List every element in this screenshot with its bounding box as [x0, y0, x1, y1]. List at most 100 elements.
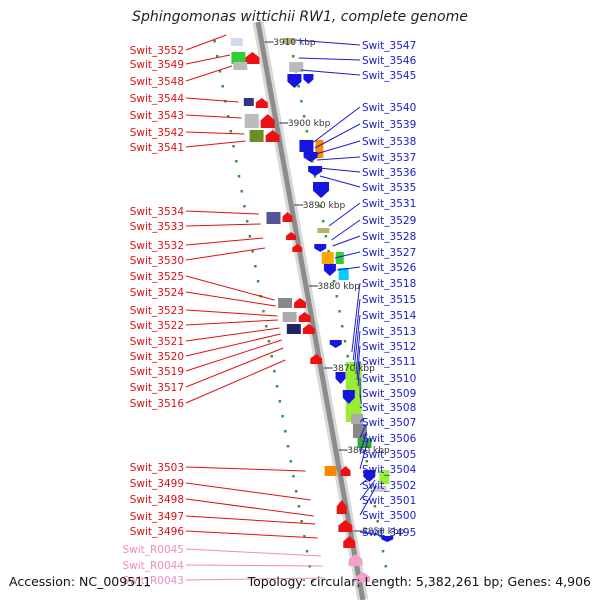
gene-label-left: Swit_3532 — [130, 240, 184, 252]
track-dot — [291, 55, 295, 58]
track-dot — [213, 40, 216, 43]
gene-leader-line — [331, 219, 361, 241]
gene-leader-line — [334, 251, 361, 259]
gene-label-right: Swit_3505 — [362, 449, 416, 461]
track-dot — [332, 280, 336, 283]
gene-feature — [286, 324, 301, 334]
gene-label-left: Swit_3498 — [130, 494, 184, 506]
track-dot — [311, 160, 314, 163]
gene-leader-line — [359, 531, 386, 537]
track-dot — [245, 220, 249, 223]
track-dot — [248, 235, 252, 238]
gene-leader-line — [185, 577, 325, 581]
gene-label-right: Swit_3540 — [362, 102, 416, 114]
gene-label-left: Swit_3497 — [130, 511, 184, 523]
gene-feature — [315, 140, 324, 158]
track-dot — [215, 55, 219, 58]
gene-label-left: Swit_3499 — [130, 478, 184, 490]
gene-label-right: Swit_3504 — [362, 464, 417, 476]
gene-leader-line — [185, 275, 275, 301]
gene-leader-line — [185, 548, 321, 557]
gene-label-left: Swit_3519 — [130, 366, 184, 378]
gene-feature — [335, 252, 344, 264]
gene-label-left: Swit_R0043 — [122, 575, 184, 587]
map-title: Sphingomonas wittichii RW1, complete gen… — [132, 9, 468, 25]
forward-gene-arrow — [348, 554, 363, 566]
gene-label-right: Swit_3514 — [362, 310, 417, 322]
track-dot — [237, 175, 241, 178]
gene-label-right: Swit_3545 — [362, 70, 416, 82]
gene-leader-line — [300, 69, 361, 76]
reverse-gene-arrow — [363, 470, 376, 482]
gene-label-right: Swit_3518 — [362, 278, 416, 290]
gene-feature — [266, 212, 281, 224]
forward-gene-arrow — [355, 572, 370, 582]
label-layer: Swit_3552Swit_3549Swit_3548Swit_3544Swit… — [122, 34, 417, 587]
track-dot — [229, 130, 233, 133]
track-dot — [278, 400, 282, 403]
track-dot — [294, 490, 298, 493]
gene-label-right: Swit_3495 — [362, 527, 416, 539]
gene-leader-line — [315, 140, 361, 155]
track-dot — [300, 520, 303, 523]
reverse-gene-arrow — [287, 74, 302, 88]
gene-leader-line — [359, 392, 362, 405]
forward-gene-arrow — [343, 536, 356, 548]
forward-gene-arrow — [255, 98, 268, 108]
forward-gene-arrow — [286, 232, 297, 240]
track-dot — [275, 385, 279, 388]
gene-feature — [231, 52, 246, 64]
gene-leader-line — [185, 347, 284, 388]
track-dot — [379, 535, 382, 538]
gene-feature — [338, 268, 349, 280]
gene-feature — [352, 424, 367, 438]
track-dot — [335, 295, 339, 298]
genome-summary-text: Topology: circular; Length: 5,382,261 bp… — [247, 574, 591, 589]
track-dot — [313, 175, 317, 178]
gene-feature — [379, 470, 390, 484]
gene-label-left: Swit_3520 — [130, 351, 184, 363]
forward-gene-arrow — [294, 298, 307, 308]
track-dot — [305, 550, 309, 553]
gene-leader-line — [356, 345, 361, 381]
track-dot — [264, 325, 268, 328]
gene-leader-line — [185, 54, 231, 65]
track-dot — [273, 370, 276, 373]
reverse-gene-arrow — [342, 390, 355, 404]
gene-feature — [282, 38, 295, 44]
gene-leader-line — [359, 406, 363, 409]
gene-label-right: Swit_3511 — [362, 356, 416, 368]
gene-label-left: Swit_3534 — [130, 206, 185, 218]
track-dot — [381, 550, 385, 553]
track-dot — [297, 85, 300, 88]
gene-label-right: Swit_3508 — [362, 402, 416, 414]
forward-gene-arrow — [336, 500, 347, 514]
gene-label-left: Swit_3496 — [130, 526, 185, 538]
gene-leader-line — [185, 498, 314, 517]
kbp-tick-label: 3900 kbp — [288, 119, 331, 129]
forward-gene-arrow — [302, 324, 315, 334]
track-dot — [292, 475, 295, 478]
gene-feature — [317, 228, 330, 233]
gene-leader-line — [185, 34, 227, 51]
gene-feature — [321, 252, 334, 264]
track-dot — [235, 160, 238, 163]
gene-label-left: Swit_R0045 — [122, 544, 184, 556]
track-dot — [232, 145, 235, 148]
kbp-tick-label: 3890 kbp — [303, 201, 346, 211]
track-dot — [303, 535, 306, 538]
gene-leader-line — [185, 97, 239, 103]
gene-label-left: Swit_3503 — [130, 462, 184, 474]
kbp-tick-label: 3880 kbp — [318, 282, 361, 292]
gene-leader-line — [185, 210, 259, 215]
gene-feature — [233, 62, 248, 70]
backbone-line — [255, 21, 366, 600]
gene-label-right: Swit_3526 — [362, 262, 417, 274]
track-dot — [370, 490, 374, 493]
gene-label-left: Swit_3541 — [130, 142, 184, 154]
gene-leader-line — [185, 333, 281, 357]
kbp-tick-label: 3870 kbp — [332, 364, 375, 374]
gene-label-left: Swit_3549 — [130, 59, 184, 71]
